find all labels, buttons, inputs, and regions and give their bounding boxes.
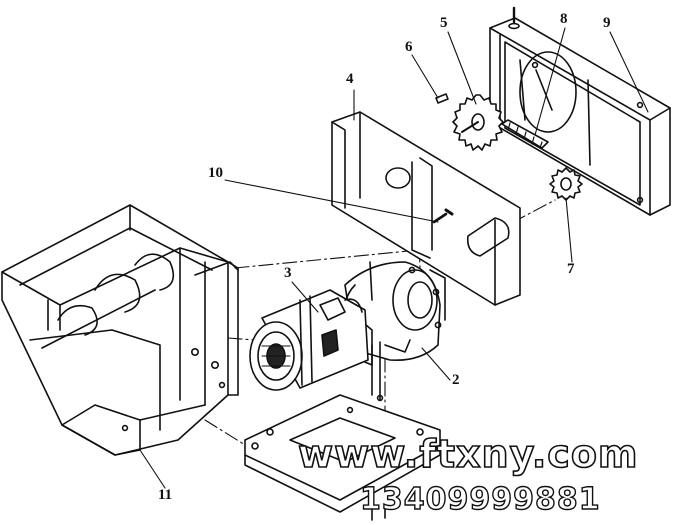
part-label-11: 11 bbox=[158, 487, 173, 503]
bolt bbox=[432, 208, 454, 224]
part-label-4: 4 bbox=[346, 71, 354, 87]
part-label-5: 5 bbox=[440, 15, 448, 31]
gearbox-reducer bbox=[342, 261, 446, 366]
drive-chain bbox=[501, 119, 549, 149]
part-label-8: 8 bbox=[560, 11, 568, 27]
leader-lines bbox=[139, 27, 649, 489]
part-label-3: 3 bbox=[284, 265, 292, 281]
trough-housing bbox=[1, 204, 239, 456]
end-plate bbox=[331, 111, 521, 306]
part-label-2: 2 bbox=[452, 372, 460, 388]
shaft-key bbox=[435, 93, 449, 104]
watermark-url: www.ftxny.com bbox=[297, 431, 639, 477]
part-label-10: 10 bbox=[208, 165, 223, 181]
large-sprocket bbox=[452, 94, 504, 151]
electric-motor bbox=[249, 289, 369, 391]
part-label-6: 6 bbox=[405, 39, 413, 55]
part-label-7: 7 bbox=[567, 261, 575, 277]
watermark-phone: 13409999881 bbox=[359, 481, 601, 517]
part-label-9: 9 bbox=[603, 15, 611, 31]
motor-base-plate bbox=[244, 341, 441, 521]
